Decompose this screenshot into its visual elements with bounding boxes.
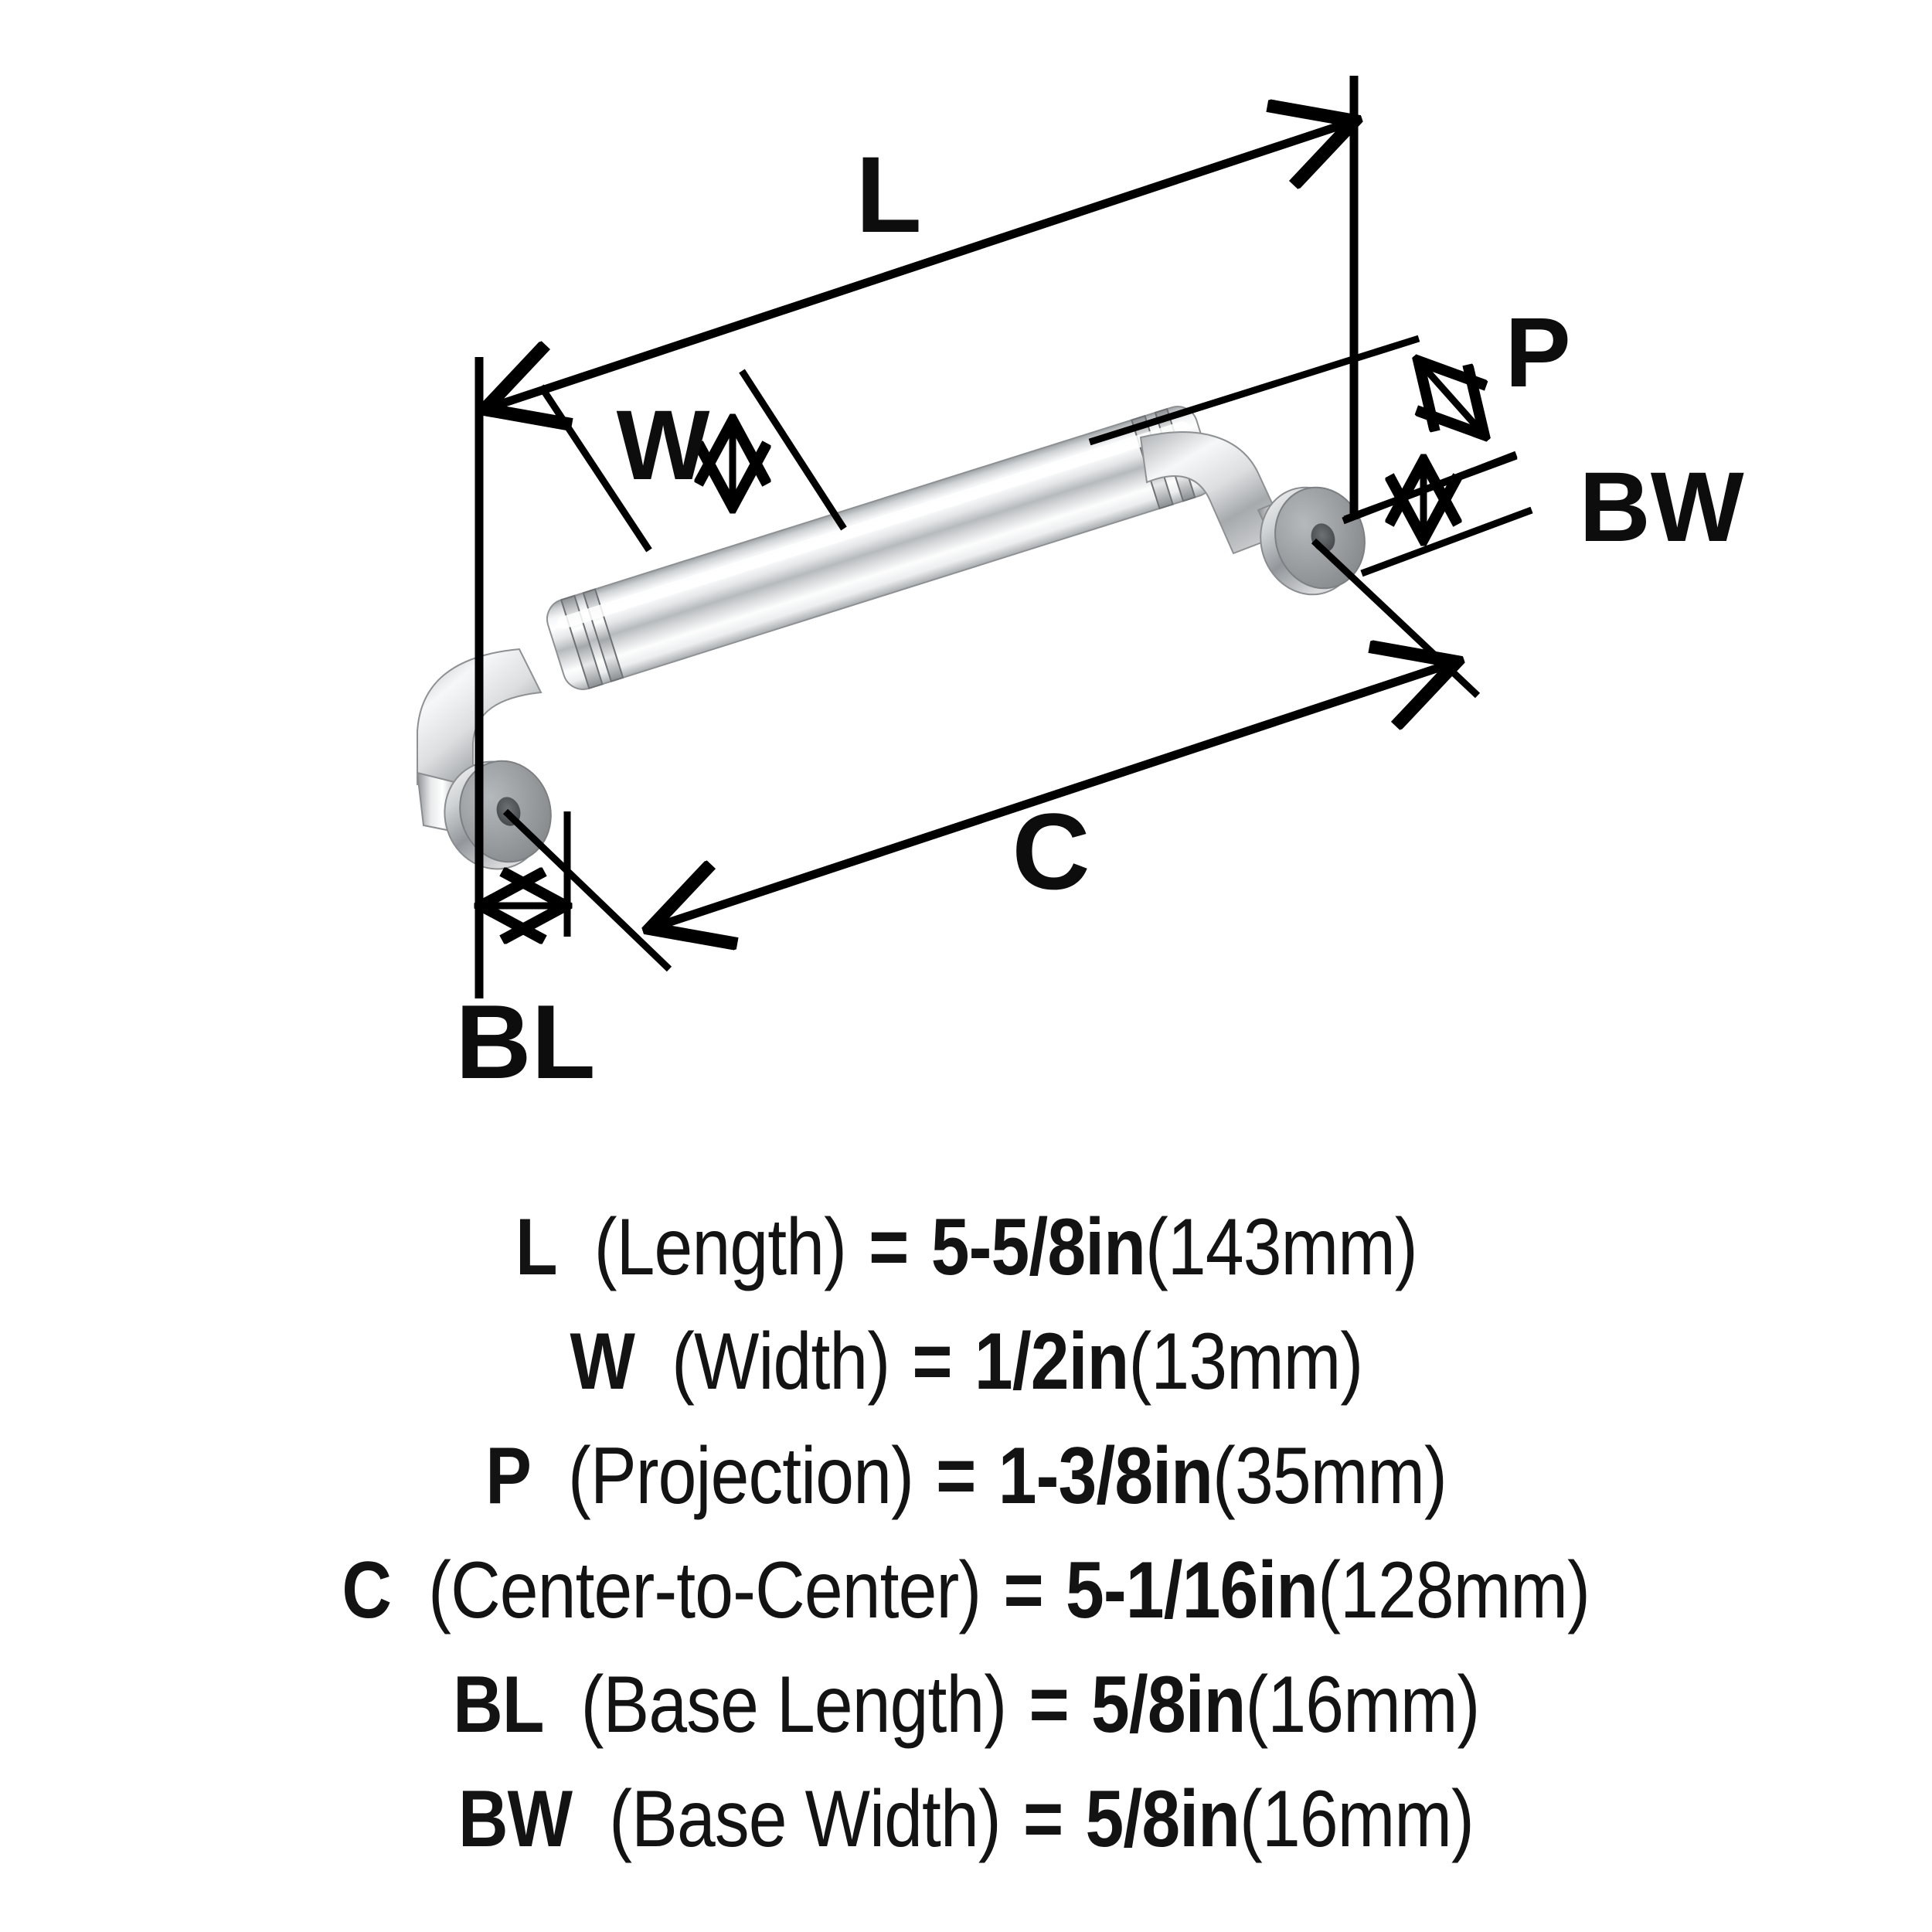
projection-dimension-arrow bbox=[1420, 363, 1482, 433]
base-width-upper-reference-line bbox=[1343, 452, 1518, 523]
spec-description: (Width) bbox=[671, 1317, 890, 1406]
label-center-to-center: C bbox=[1012, 791, 1090, 912]
spec-symbol: P bbox=[485, 1431, 532, 1521]
spec-equals: = bbox=[936, 1431, 976, 1521]
spec-symbol: BL bbox=[452, 1660, 544, 1750]
spec-row-center-to-center: C (Center-to-Center) = 5-1/16in(128mm) bbox=[342, 1533, 1590, 1648]
spec-equals: = bbox=[1003, 1546, 1044, 1635]
spec-imperial-value: 5/8in bbox=[1090, 1660, 1246, 1750]
spec-symbol: L bbox=[515, 1202, 558, 1292]
spec-row-width: W (Width) = 1/2in(13mm) bbox=[570, 1304, 1363, 1419]
bar-highlight bbox=[557, 421, 1189, 629]
spec-symbol: C bbox=[342, 1546, 393, 1635]
center-to-center-dimension-arrow bbox=[654, 663, 1453, 927]
spec-description: (Center-to-Center) bbox=[428, 1546, 981, 1635]
spec-equals: = bbox=[911, 1317, 952, 1406]
spec-imperial-value: 5/8in bbox=[1085, 1774, 1240, 1864]
left-elbow bbox=[417, 648, 543, 799]
spec-imperial-value: 5-5/8in bbox=[930, 1202, 1145, 1292]
handle-dimension-drawing: L W P BW C BL bbox=[416, 76, 1744, 1100]
spec-imperial-value: 1/2in bbox=[974, 1317, 1129, 1406]
spec-description: (Base Length) bbox=[580, 1660, 1007, 1750]
specification-list: L (Length) = 5-5/8in(143mm) W (Width) = … bbox=[0, 1190, 1932, 1876]
spec-row-base-length: BL (Base Length) = 5/8in(16mm) bbox=[452, 1648, 1480, 1762]
spec-equals: = bbox=[868, 1202, 909, 1292]
width-leader-line-left bbox=[538, 384, 652, 553]
spec-row-projection: P (Projection) = 1-3/8in(35mm) bbox=[485, 1419, 1447, 1533]
spec-imperial-value: 5-1/16in bbox=[1066, 1546, 1318, 1635]
spec-row-base-width: BW (Base Width) = 5/8in(16mm) bbox=[457, 1762, 1475, 1876]
label-projection: P bbox=[1505, 298, 1570, 408]
handle-product-illustration bbox=[416, 406, 1366, 870]
label-base-width: BW bbox=[1579, 452, 1743, 563]
spec-metric-value: (143mm) bbox=[1145, 1202, 1418, 1292]
length-dimension-arrow bbox=[488, 122, 1351, 408]
spec-description: (Projection) bbox=[567, 1431, 914, 1521]
spec-metric-value: (16mm) bbox=[1245, 1660, 1480, 1750]
spec-metric-value: (35mm) bbox=[1212, 1431, 1447, 1521]
label-width: W bbox=[617, 390, 710, 501]
spec-symbol: BW bbox=[457, 1774, 573, 1864]
spec-equals: = bbox=[1029, 1660, 1069, 1750]
label-base-length: BL bbox=[455, 983, 595, 1100]
spec-description: (Base Width) bbox=[609, 1774, 1001, 1864]
spec-equals: = bbox=[1023, 1774, 1063, 1864]
spec-metric-value: (128mm) bbox=[1318, 1546, 1590, 1635]
label-length: L bbox=[855, 134, 922, 255]
base-width-lower-reference-line bbox=[1360, 506, 1533, 577]
center-to-center-leader-left bbox=[502, 808, 672, 972]
spec-metric-value: (16mm) bbox=[1240, 1774, 1475, 1864]
spec-imperial-value: 1-3/8in bbox=[998, 1431, 1213, 1521]
spec-symbol: W bbox=[570, 1317, 634, 1406]
spec-metric-value: (13mm) bbox=[1128, 1317, 1363, 1406]
width-leader-line-right bbox=[739, 369, 847, 531]
spec-row-length: L (Length) = 5-5/8in(143mm) bbox=[515, 1190, 1418, 1304]
spec-description: (Length) bbox=[594, 1202, 846, 1292]
projection-upper-reference-line bbox=[1088, 335, 1420, 446]
diagram-area: L W P BW C BL bbox=[416, 76, 1744, 1100]
